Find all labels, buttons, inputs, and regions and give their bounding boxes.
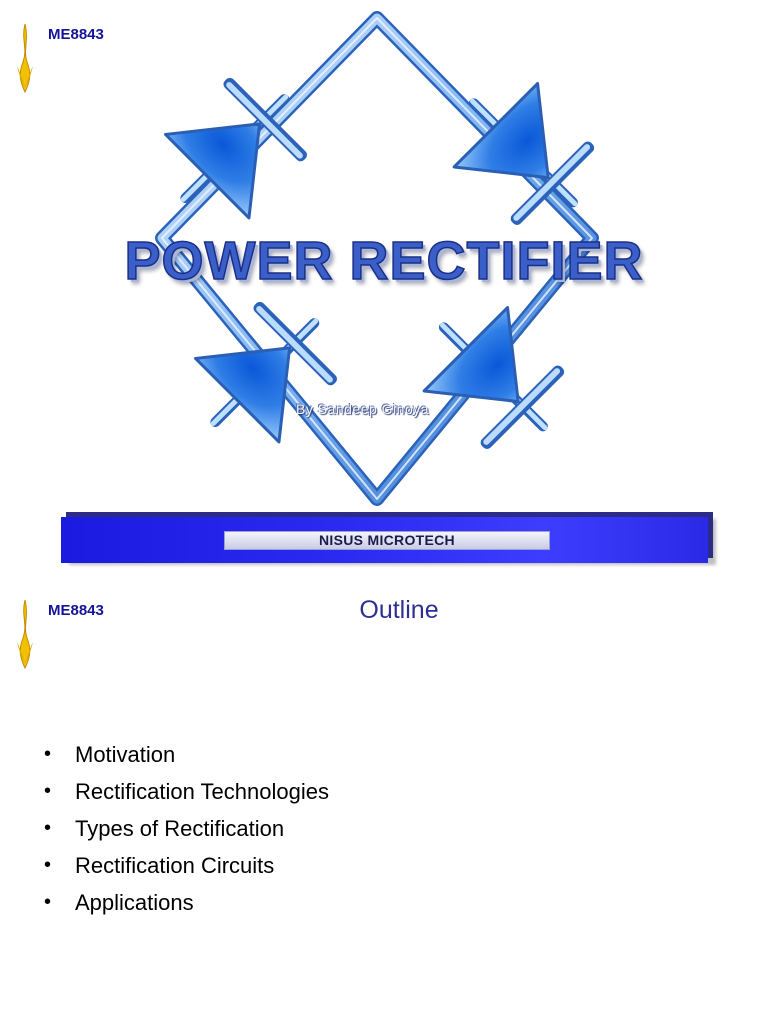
list-item-label: Rectification Technologies	[75, 779, 329, 804]
list-item: • Applications	[44, 884, 329, 921]
title-slide: ME8843	[17, 11, 708, 563]
list-item: • Rectification Technologies	[44, 773, 329, 810]
bullet-icon: •	[44, 743, 52, 765]
course-code: ME8843	[48, 602, 104, 619]
diode-bridge-icon	[155, 11, 599, 506]
list-item: • Rectification Circuits	[44, 847, 329, 884]
outline-slide: ME8843 Outline • Motivation • Rectificatio…	[0, 576, 768, 1024]
author-credit: By Sandeep Ginoya	[296, 401, 430, 417]
bullet-icon: •	[44, 891, 52, 913]
outline-list: •Motivation •Rectification Technologies …	[44, 736, 329, 921]
banner-label: NISUS MICROTECH	[224, 531, 550, 550]
slide-title: POWER RECTIFIER	[124, 230, 644, 292]
course-code: ME8843	[48, 26, 104, 43]
outline-title: Outline	[359, 596, 439, 624]
flame-emblem-icon	[17, 599, 33, 670]
bullet-icon: •	[44, 854, 52, 876]
bullet-icon: •	[44, 780, 52, 802]
list-item-label: Applications	[75, 890, 194, 915]
list-item-label: Rectification Circuits	[75, 853, 275, 878]
bullet-icon: •	[44, 817, 52, 839]
list-item-label: Motivation	[75, 742, 176, 767]
list-item: • Types of Rectification	[44, 810, 329, 847]
list-item-label: Types of Rectification	[75, 816, 285, 841]
flame-emblem-icon	[17, 23, 33, 94]
list-item: • Motivation	[44, 736, 329, 773]
